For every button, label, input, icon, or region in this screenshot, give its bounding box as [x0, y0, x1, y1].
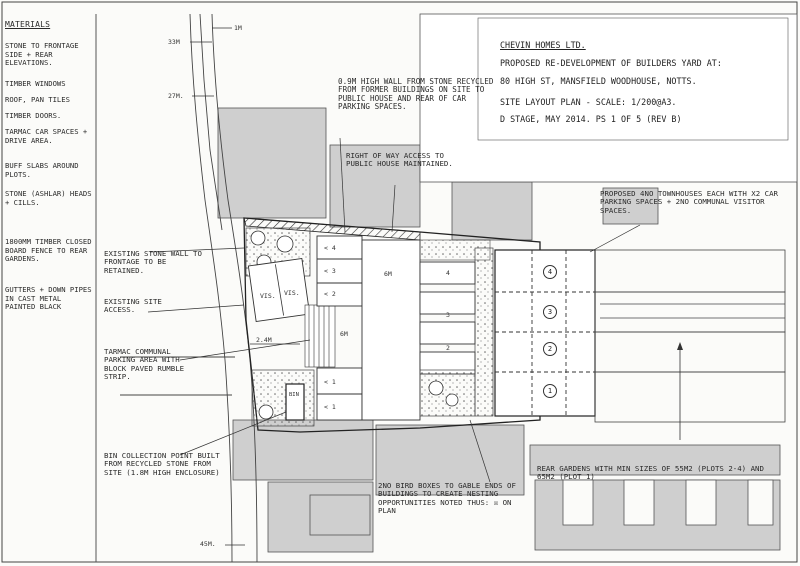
title-client: CHEVIN HOMES LTD. [500, 40, 586, 50]
material-item: TIMBER WINDOWS [5, 79, 66, 88]
landscape-bed-top [419, 239, 491, 261]
note-tarmac: TARMAC COMMUNAL PARKING AREA WITH BLOCK … [104, 347, 185, 382]
note-townhouses: PROPOSED 4NO TOWNHOUSES EACH WITH X2 CAR… [600, 189, 778, 215]
dim-45m: 45M. [200, 540, 216, 548]
title-drawing: SITE LAYOUT PLAN - SCALE: 1/200@A3. [500, 97, 677, 107]
note-existing-access: EXISTING SITE ACCESS. [104, 297, 162, 315]
plot-1: 1 [543, 384, 557, 398]
note-bin: BIN COLLECTION POINT BUILT FROM RECYCLED… [104, 451, 220, 477]
plot-4: 4 [543, 265, 557, 279]
material-item: BUFF SLABS AROUND PLOTS. [5, 161, 79, 179]
bay-label-right-3: 3 [446, 311, 450, 319]
title-stage: D STAGE, MAY 2014. PS 1 of 5 (REV B) [500, 114, 682, 124]
note-gardens: REAR GARDENS WITH MIN SIZES OF 55M2 (PLO… [537, 464, 764, 482]
landscape-bed-right [419, 369, 476, 417]
note-right-of-way: RIGHT OF WAY ACCESS TO PUBLIC HOUSE MAIN… [346, 151, 453, 169]
landscape-strip-right [474, 247, 494, 417]
dim-33m: 33M [168, 38, 180, 46]
garden-gaps [562, 479, 774, 526]
title-address: 80 HIGH ST, MANSFIELD WOODHOUSE, NOTTS. [500, 76, 697, 86]
bay-label-lower-1b: < 1 [324, 403, 336, 411]
bay-label-upper-2: < 2 [324, 290, 336, 298]
bay-label-right-2: 2 [446, 344, 450, 352]
materials-heading: MATERIALS [5, 20, 51, 29]
material-item: TARMAC CAR SPACES + DRIVE AREA. [5, 127, 88, 145]
dim-27m: 27M. [168, 92, 184, 100]
material-item: TIMBER DOORS. [5, 111, 62, 120]
title-box [477, 17, 789, 141]
plot-2: 2 [543, 342, 557, 356]
note-birds: 2NO BIRD BOXES TO GABLE ENDS OF BUILDING… [378, 481, 516, 516]
bay-label-upper-3: < 3 [324, 267, 336, 275]
visitor-spaces [247, 258, 311, 322]
rear-gardens [594, 249, 786, 423]
dim-6m-drive: 6M [384, 270, 392, 278]
trees-right [428, 380, 459, 407]
material-item: STONE (ASHLAR) HEADS + CILLS. [5, 189, 92, 207]
high-street [120, 13, 258, 563]
bay-label-lower-1a: < 1 [324, 378, 336, 386]
material-item: ROOF, PAN TILES [5, 95, 70, 104]
rumble-strip [304, 304, 336, 368]
parking-bays-lower [316, 367, 363, 421]
title-project: PROPOSED RE-DEVELOPMENT OF BUILDERS YARD… [500, 58, 722, 68]
dim-1m: 1M [234, 24, 242, 32]
material-item: 1800MM TIMBER CLOSED BOARD FENCE TO REAR… [5, 237, 92, 264]
material-item: STONE TO FRONTAGE SIDE + REAR ELEVATIONS… [5, 41, 79, 68]
central-drive [361, 239, 421, 421]
visitor-label-1: VIS. [260, 292, 276, 300]
note-wall: 0.9M HIGH WALL FROM STONE RECYCLED FROM … [338, 77, 494, 112]
neighbouring-buildings [217, 107, 781, 553]
site-boundary [243, 217, 541, 433]
dimension-lines [190, 27, 300, 546]
dim-2-4m: 2.4M [256, 336, 272, 344]
plot-3: 3 [543, 305, 557, 319]
dim-6m-rumble: 6M [340, 330, 348, 338]
townhouse-partitions [495, 250, 595, 416]
leader-lines [147, 137, 641, 483]
bin-label: BIN [289, 392, 299, 398]
bay-label-upper-4: < 4 [324, 244, 336, 252]
material-item: GUTTERS + DOWN PIPES IN CAST METAL PAINT… [5, 285, 92, 312]
visitor-label-2: VIS. [284, 289, 300, 297]
note-existing-wall: EXISTING STONE WALL TO FRONTAGE TO BE RE… [104, 249, 202, 275]
bay-label-right-4: 4 [446, 269, 450, 277]
bin-store [285, 383, 305, 421]
